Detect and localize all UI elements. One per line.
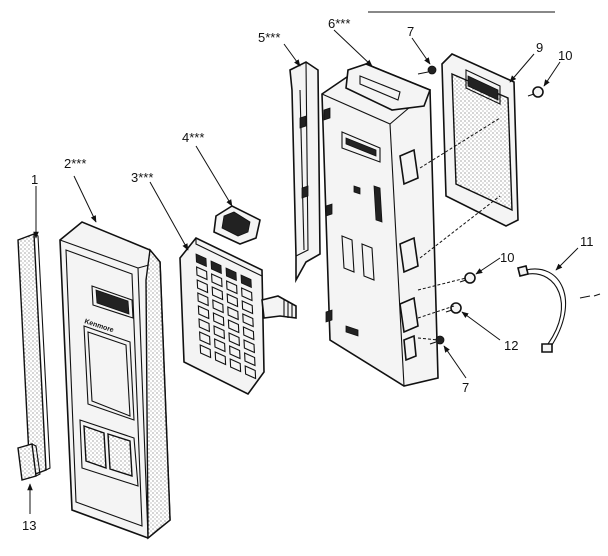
callout-1: 1 (31, 172, 38, 187)
keypad-key (211, 273, 223, 288)
keypad-key (196, 279, 209, 294)
keypad-key (242, 326, 255, 341)
callout-labels: 1 2*** 3*** 4*** 5*** 6*** 7 9 10 10 11 … (22, 16, 594, 533)
screw-10-mid (459, 272, 476, 284)
part-13-clip (17, 443, 41, 481)
part-6-control-housing (321, 63, 439, 387)
keypad-key (213, 325, 225, 340)
callout-12: 12 (504, 338, 518, 353)
callout-4: 4*** (182, 130, 204, 145)
part-2-control-panel-frame: Kenmore (59, 221, 171, 540)
callout-7-bottom: 7 (462, 380, 469, 395)
keypad-key (210, 260, 222, 275)
keypad-key (228, 332, 240, 347)
keypad-key (242, 313, 254, 328)
keypad-key (226, 293, 239, 308)
keypad-key (197, 292, 209, 307)
part-3-keypad-membrane (179, 237, 297, 396)
part-11-wire-harness (517, 265, 601, 353)
screw-7-top (417, 65, 437, 75)
keypad-key (243, 339, 255, 354)
keypad-key (244, 352, 256, 367)
keypad-key (196, 266, 208, 281)
keypad-key (241, 300, 254, 315)
keypad-key (199, 331, 211, 346)
keypad-key (244, 365, 257, 380)
keypad-key (227, 319, 240, 334)
leader-lines (27, 29, 579, 514)
callout-6: 6*** (328, 16, 350, 31)
keypad-key (212, 299, 224, 314)
keypad-key (212, 312, 225, 327)
callout-10-mid: 10 (500, 250, 514, 265)
keypad-key (229, 358, 242, 373)
keypad-keys (195, 253, 257, 380)
keypad-key (241, 287, 253, 302)
callout-10-top: 10 (558, 48, 572, 63)
part-4-gasket (213, 205, 261, 245)
callout-2: 2*** (64, 156, 86, 171)
keypad-key (225, 267, 237, 282)
screw-7-bottom (429, 335, 445, 345)
keypad-key (195, 253, 207, 268)
part-5-side-bracket (289, 61, 321, 284)
keypad-key (198, 318, 210, 333)
keypad-key (211, 286, 224, 301)
callout-9: 9 (536, 40, 543, 55)
keypad-key (229, 345, 241, 360)
callout-3: 3*** (131, 170, 153, 185)
keypad-key (197, 305, 210, 320)
part-1-trim-strip (17, 233, 51, 477)
keypad-key (227, 306, 239, 321)
screw-12 (445, 302, 462, 314)
callout-5: 5*** (258, 30, 280, 45)
callout-11: 11 (580, 234, 594, 249)
keypad-key (214, 351, 227, 366)
callout-13: 13 (22, 518, 36, 533)
keypad-key (226, 280, 238, 295)
screw-10-top (527, 86, 544, 98)
keypad-key (199, 344, 212, 359)
part-9-circuit-board (441, 53, 519, 227)
keypad-key (240, 274, 252, 289)
callout-7-top: 7 (407, 24, 414, 39)
keypad-key (214, 338, 226, 353)
